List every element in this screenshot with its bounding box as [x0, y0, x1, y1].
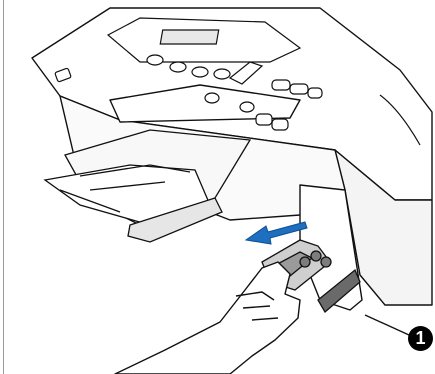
panel-button: [214, 69, 230, 79]
hand: [115, 262, 300, 374]
panel-button: [170, 62, 186, 72]
panel-button: [272, 80, 290, 90]
panel-button: [256, 114, 272, 125]
panel-button: [147, 55, 163, 65]
panel-button: [205, 93, 219, 103]
panel-button: [240, 102, 254, 112]
callout-leader-line: [365, 315, 409, 335]
lcd-display: [160, 30, 218, 44]
panel-button: [192, 67, 208, 77]
callout-marker: 1: [408, 326, 433, 351]
panel-button: [272, 119, 288, 130]
panel-button: [290, 84, 308, 94]
panel-button: [308, 88, 322, 98]
